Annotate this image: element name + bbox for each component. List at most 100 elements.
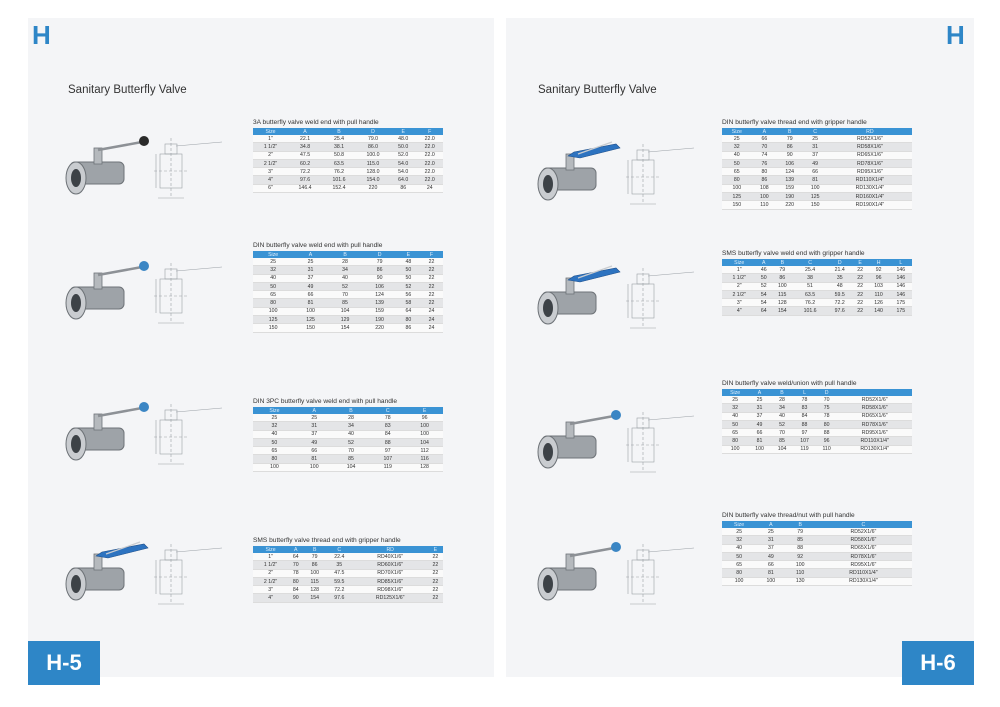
table-cell: 83 (369, 421, 407, 431)
table-cell: 2 1/2" (253, 577, 289, 587)
table-cell: RD110X1/4" (827, 175, 912, 185)
product-image-din-thread-nut (534, 524, 704, 624)
technical-drawing (154, 138, 223, 199)
spec-din-weld: DIN butterfly valve weld end with pull h… (253, 242, 443, 333)
table-cell: 4" (722, 306, 757, 316)
table-cell: 81 (756, 568, 786, 578)
table-cell: RD95X1/6" (827, 167, 912, 177)
table-cell: RD130X1/4" (814, 577, 912, 587)
table-cell: 63.5 (793, 290, 827, 300)
table-cell: RD160X1/4" (827, 192, 912, 202)
spec-title: DIN butterfly valve weld end with pull h… (253, 242, 383, 249)
table-cell: 65 (253, 446, 296, 456)
table-cell: 126 (867, 298, 890, 308)
table-cell: 32 (722, 403, 749, 413)
table-cell: 72.2 (288, 167, 323, 177)
column-header: A (751, 128, 778, 135)
spec-title: DIN 3PC butterfly valve weld end with pu… (253, 398, 398, 405)
column-header: A (288, 128, 323, 135)
table-cell: 92 (867, 266, 890, 275)
table-cell: 100 (722, 445, 749, 455)
table-cell: 81 (295, 454, 333, 464)
table-cell: 78 (288, 569, 304, 578)
table-cell: 40 (253, 430, 296, 439)
table-cell: RD130X1/4" (837, 445, 912, 455)
table-cell: 56 (396, 290, 420, 300)
table-cell: 83 (793, 403, 816, 413)
table-cell: 50 (756, 273, 772, 283)
table-cell: 150 (253, 323, 294, 333)
table-cell: 3" (722, 298, 757, 308)
column-header: E (390, 128, 417, 135)
spec-title: DIN butterfly valve thread end with grip… (722, 119, 867, 126)
column-header: C (326, 546, 353, 553)
table-cell: 154 (771, 306, 794, 316)
table-cell: 34.8 (288, 142, 323, 152)
valve-handle (567, 141, 621, 159)
valve-handle (95, 541, 149, 559)
table-cell: 22 (427, 560, 443, 570)
column-header: RD (827, 128, 912, 135)
product-image-din-thread-gripper (534, 124, 704, 224)
valve-illustration (65, 136, 223, 199)
table-cell: RD110X1/4" (814, 568, 912, 578)
table-cell: 104 (406, 438, 443, 448)
table-cell: 28 (327, 258, 363, 267)
table-cell: 50 (396, 274, 420, 283)
table-cell: 40 (332, 430, 370, 439)
table-cell: 66 (295, 446, 333, 456)
table-cell: 25 (722, 396, 749, 405)
table-cell: 3" (253, 167, 289, 177)
table-cell: 85 (327, 298, 363, 308)
table-cell: 108 (751, 184, 778, 194)
table-cell: 154 (303, 593, 327, 603)
table-cell: 78 (793, 396, 816, 405)
table-cell: RD98X1/6" (352, 585, 428, 595)
table-cell: 24 (416, 184, 443, 194)
table-cell: RD70X1/6" (352, 569, 428, 578)
table-cell: 32 (722, 142, 752, 152)
table-cell: 31 (295, 421, 333, 431)
table-cell: 31 (293, 265, 328, 275)
table-cell: RD52X1/6" (837, 396, 912, 405)
table-cell: 1 1/2" (253, 142, 289, 152)
table-cell: 78 (369, 414, 407, 423)
table-cell: RD58X1/6" (837, 403, 912, 413)
table-cell: 49 (748, 420, 771, 430)
table-cell: 31 (748, 403, 771, 413)
table-cell: 96 (815, 436, 838, 446)
table-cell: RD95X1/6" (814, 560, 912, 570)
table-cell: 84 (793, 412, 816, 421)
table-cell: 107 (369, 454, 407, 464)
table-cell: 110 (815, 445, 838, 455)
table-cell: 150 (802, 200, 828, 210)
table-cell: 40 (722, 412, 749, 421)
valve-handle (569, 542, 621, 558)
table-cell: 125 (802, 192, 828, 202)
table-cell: 97 (369, 446, 407, 456)
column-header: C (802, 128, 828, 135)
column-header: E (427, 546, 443, 553)
table-cell: 104 (770, 445, 794, 455)
table-cell: 88 (785, 544, 815, 553)
table-cell: 125 (253, 315, 294, 325)
table-cell: 22.0 (416, 175, 443, 185)
